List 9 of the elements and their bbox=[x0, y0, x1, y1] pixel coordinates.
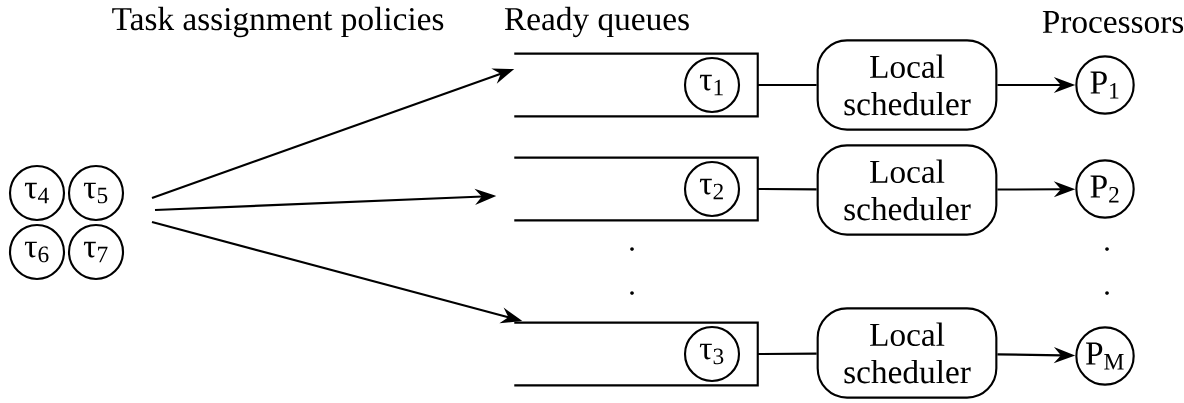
queue-box bbox=[514, 321, 759, 387]
heading: Processors bbox=[1042, 10, 1184, 34]
scheduler-box: Local scheduler bbox=[816, 144, 998, 236]
heading: Task assignment policies bbox=[112, 6, 444, 38]
scheduler-box: Local scheduler bbox=[816, 307, 998, 399]
queue-box bbox=[514, 156, 759, 222]
queue-box bbox=[514, 52, 759, 118]
scheduler-box: Local scheduler bbox=[816, 39, 998, 131]
heading: Ready queues bbox=[504, 6, 689, 38]
